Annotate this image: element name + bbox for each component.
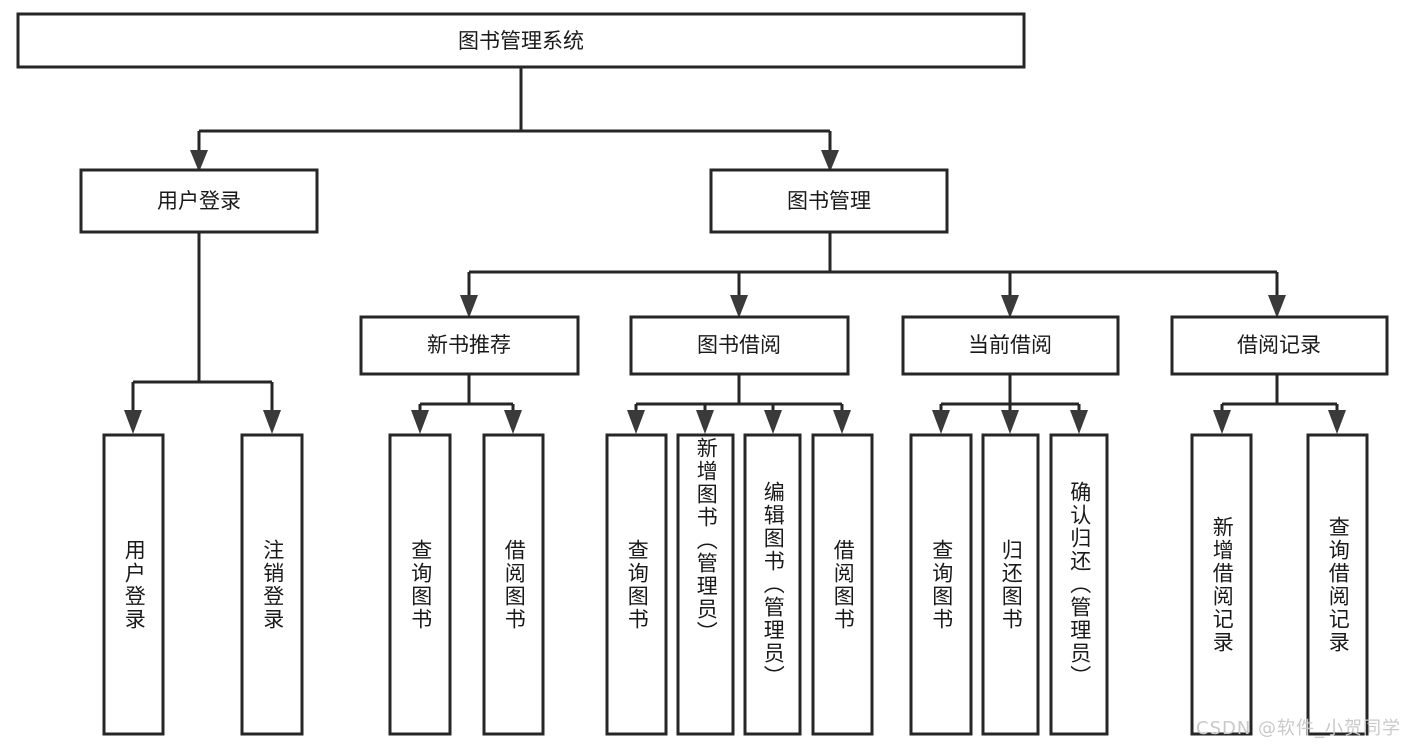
node-borrow-record-label: 借阅记录	[1237, 333, 1321, 357]
leaf-boxes-book-borrow	[605, 433, 874, 736]
leaf-boxes-borrow-record	[1190, 433, 1369, 736]
connectors-new-book-to-leaves	[411, 374, 522, 434]
leaf-box-book-borrow-3[interactable]	[743, 433, 802, 736]
node-new-book-box[interactable]	[359, 315, 580, 376]
arrowhead-bb-leaf3	[764, 410, 782, 434]
node-current-borrow-label: 当前借阅	[968, 333, 1052, 357]
node-user-login-label: 用户登录	[157, 189, 241, 213]
node-book-manage-label: 图书管理	[787, 189, 871, 213]
node-root-label: 图书管理系统	[458, 29, 584, 53]
arrowhead-nb-leaf2	[504, 410, 522, 434]
leaf-box-borrow-record-1[interactable]	[1190, 433, 1253, 736]
leaf-box-new-book-2[interactable]	[482, 433, 545, 736]
node-book-borrow-label: 图书借阅	[697, 333, 781, 357]
arrowhead-book-manage	[821, 150, 839, 172]
leaf-boxes-new-book	[388, 433, 545, 736]
arrowhead-cb-leaf1	[932, 410, 950, 434]
leaf-box-borrow-record-2[interactable]	[1306, 433, 1369, 736]
node-book-borrow-box[interactable]	[629, 315, 850, 376]
leaf-boxes-current-borrow	[909, 433, 1109, 736]
node-borrow-record-box[interactable]	[1170, 315, 1389, 376]
connectors-user-login-to-leaves	[124, 232, 281, 434]
leaf-box-current-borrow-3[interactable]	[1049, 433, 1109, 736]
arrowhead-br-leaf1	[1213, 410, 1231, 434]
arrowhead-leaf-logout	[263, 410, 281, 434]
leaf-boxes-user-login	[102, 433, 304, 736]
node-user-login-box[interactable]	[79, 168, 319, 234]
arrowhead-bb-leaf1	[627, 410, 645, 434]
connectors-book-borrow-to-leaves	[627, 374, 851, 434]
arrowhead-cb-leaf3	[1070, 410, 1088, 434]
node-new-book-recommend[interactable]: 新书推荐	[359, 315, 580, 376]
node-root[interactable]: 图书管理系统	[16, 12, 1026, 69]
leaf-box-book-borrow-1[interactable]	[605, 433, 668, 736]
leaf-box-book-borrow-4[interactable]	[811, 433, 874, 736]
connectors-current-borrow-to-leaves	[932, 374, 1088, 434]
node-book-borrow[interactable]: 图书借阅	[629, 315, 850, 376]
node-book-manage[interactable]: 图书管理	[709, 168, 949, 234]
leaf-box-book-borrow-2[interactable]	[676, 433, 735, 736]
arrowhead-current-borrow	[1001, 295, 1019, 318]
node-current-borrow-box[interactable]	[901, 315, 1120, 376]
node-new-book-label: 新书推荐	[427, 333, 511, 357]
arrowhead-leaf-user-login	[124, 410, 142, 434]
connectors-book-manage-to-level3	[460, 232, 1286, 318]
arrowhead-bb-leaf2	[696, 410, 714, 434]
leaf-box-user-login-1[interactable]	[102, 433, 165, 736]
leaf-box-current-borrow-2[interactable]	[981, 433, 1040, 736]
leaf-box-new-book-1[interactable]	[388, 433, 452, 736]
node-root-box[interactable]	[16, 12, 1026, 69]
node-book-manage-box[interactable]	[709, 168, 949, 234]
connectors-borrow-record-to-leaves	[1213, 374, 1346, 434]
arrowhead-nb-leaf1	[411, 410, 429, 434]
leaf-box-current-borrow-1[interactable]	[909, 433, 973, 736]
connectors-root-to-level2	[190, 67, 839, 172]
node-user-login[interactable]: 用户登录	[79, 168, 319, 234]
node-borrow-record[interactable]: 借阅记录	[1170, 315, 1389, 376]
arrowhead-cb-leaf2	[1001, 410, 1019, 434]
arrowhead-borrow-record	[1268, 295, 1286, 318]
arrowhead-br-leaf2	[1328, 410, 1346, 434]
arrowhead-user-login	[190, 150, 208, 172]
csdn-watermark: CSDN @软件_小贺同学	[1196, 718, 1402, 739]
arrowhead-book-borrow	[730, 295, 748, 318]
node-current-borrow[interactable]: 当前借阅	[901, 315, 1120, 376]
arrowhead-new-book	[460, 295, 478, 318]
leaf-box-user-login-2[interactable]	[240, 433, 304, 736]
arrowhead-bb-leaf4	[833, 410, 851, 434]
